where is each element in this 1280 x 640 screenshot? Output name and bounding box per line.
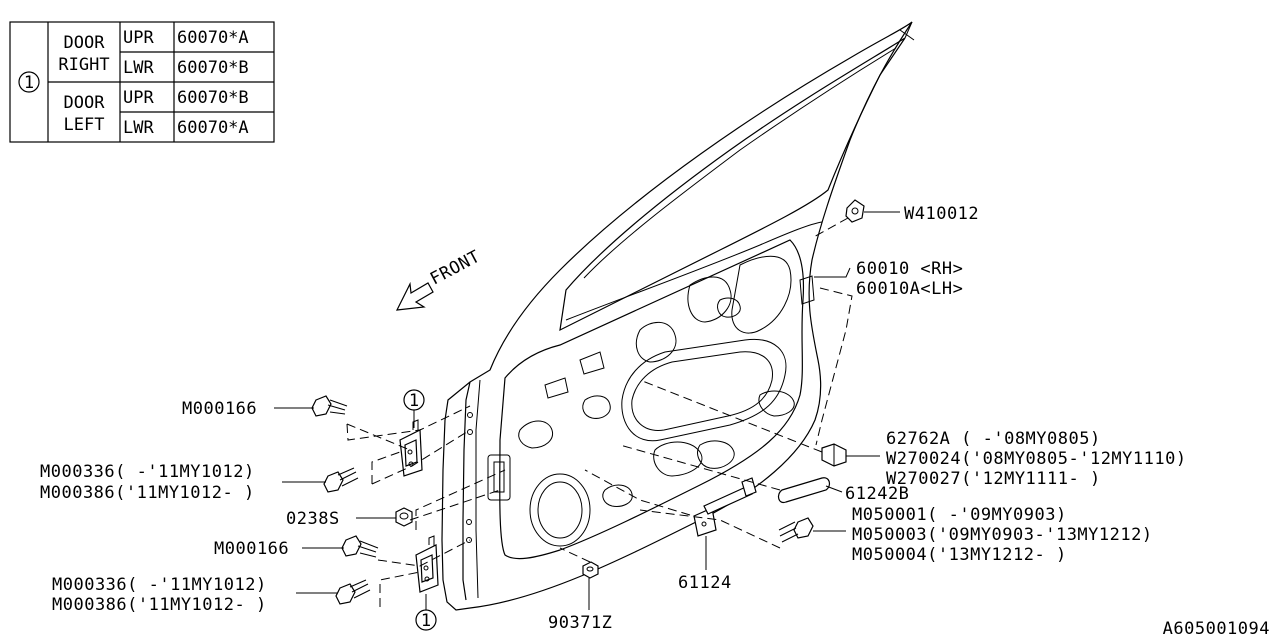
legend-ref-number: 1 [24,73,34,93]
label-w270027: W270027('12MY1111- ) [886,469,1101,489]
legend-right-upr-part: 60070*A [177,28,249,48]
leader-lines [274,211,900,610]
legend-ref-marker: 1 [18,71,40,93]
bolt-m000166-lower [341,535,379,558]
hinge-ref-lower: 1 [415,594,437,631]
clip-w410012 [845,199,865,223]
callout-labels: M000166 M000336( -'11MY1012) M000386('11… [40,204,1187,633]
upper-hinge [399,419,423,477]
label-62762a: 62762A ( -'08MY0805) [886,429,1101,449]
label-0238s: 0238S [286,509,340,529]
label-w270024: W270024('08MY0805-'12MY1110) [886,449,1187,469]
hinge-ref-lower-number: 1 [421,611,431,631]
install-lines [346,217,853,607]
label-m000386-lower: M000386('11MY1012- ) [52,595,267,615]
label-m000336-lower: M000336( -'11MY1012) [52,575,267,595]
legend-door-right-line1: DOOR [64,33,106,53]
lower-hinge [415,535,439,593]
label-m050004: M050004('13MY1212- ) [852,545,1067,565]
legend-door-left-line2: LEFT [64,115,105,135]
bolt-m050001 [778,517,814,543]
bolt-m000336-lower [335,579,371,605]
label-door-rh: 60010 <RH> [856,259,963,279]
bolt-m000336-upper [323,467,359,493]
diagram-id: A605001094 [1163,619,1270,639]
hinge-ref-upper: 1 [403,389,425,428]
legend-door-left-line1: DOOR [64,93,106,113]
front-arrow: FRONT [395,247,484,311]
label-m050003: M050003('09MY0903-'13MY1212) [852,525,1153,545]
label-m000166-lower: M000166 [214,539,289,559]
bumper-62762a [821,443,847,467]
label-door-lh: 60010A<LH> [856,279,963,299]
label-90371z: 90371Z [548,613,612,633]
seal-61242b [777,477,831,504]
front-door-panel [441,21,915,611]
plug-90371z [582,561,599,579]
nut-0238s [395,507,413,527]
label-m000386-upper: M000386('11MY1012- ) [40,483,255,503]
legend-left-lwr-part: 60070*A [177,118,249,138]
legend-right-lwr-pos: LWR [123,58,154,78]
legend-table: 1 DOOR RIGHT DOOR LEFT UPR 60070*A LWR 6… [9,21,275,143]
legend-left-lwr-pos: LWR [123,118,154,138]
checker-61124 [693,477,757,537]
label-61242b: 61242B [845,484,909,504]
legend-right-lwr-part: 60070*B [177,58,249,78]
label-61124: 61124 [678,573,732,593]
bolt-m000166-upper [311,395,348,417]
legend-left-upr-pos: UPR [123,88,154,108]
legend-right-upr-pos: UPR [123,28,154,48]
front-label: FRONT [427,247,484,290]
label-m000166-upper: M000166 [182,399,257,419]
label-m050001: M050001( -'09MY0903) [852,505,1067,525]
legend-door-right-line2: RIGHT [58,55,109,75]
legend-left-upr-part: 60070*B [177,88,249,108]
label-m000336-upper: M000336( -'11MY1012) [40,462,255,482]
hinge-ref-upper-number: 1 [409,391,419,411]
label-w410012: W410012 [904,204,979,224]
